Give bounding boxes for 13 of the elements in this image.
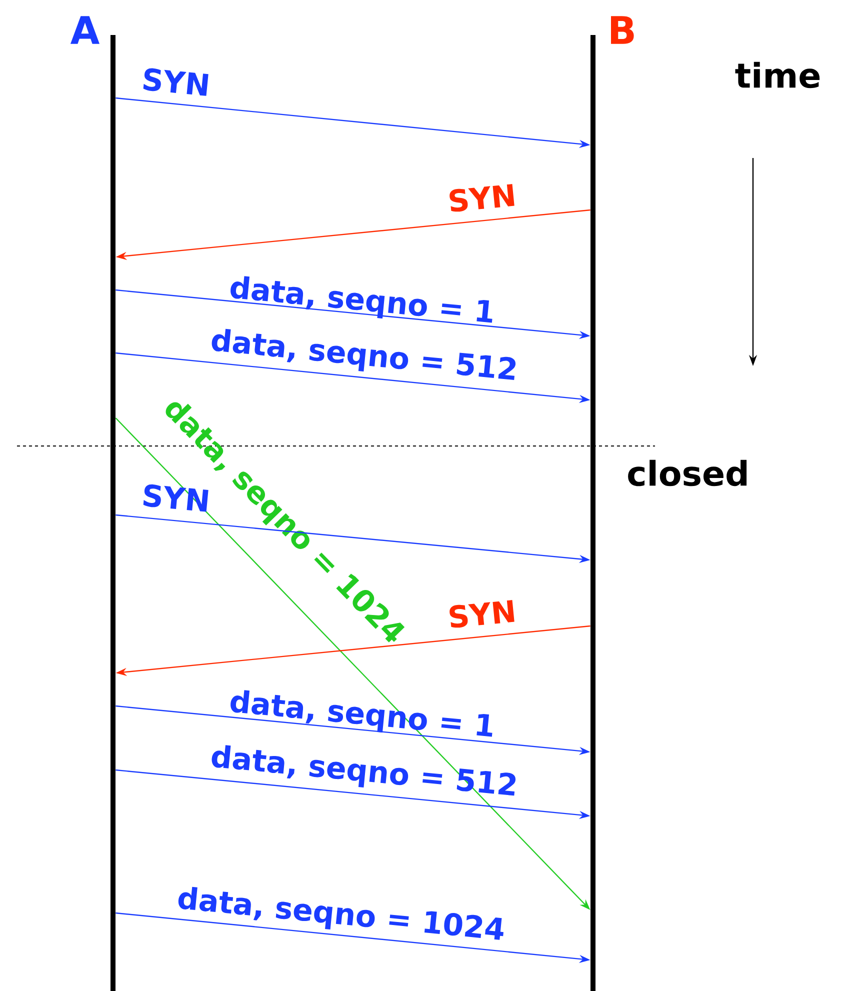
edge-label: SYN: [450, 600, 514, 628]
edge-label: data, seqno = 512: [212, 328, 516, 380]
edge-label: data, seqno = 512: [212, 745, 516, 796]
edge-label: data, seqno = 1: [230, 690, 492, 737]
edge-label: data, seqno = 1: [230, 276, 492, 323]
edge-label: SYN: [143, 68, 208, 96]
annotation: closed: [628, 460, 747, 486]
edge-label: SYN: [143, 484, 208, 512]
edge-label: data, seqno = 1024: [178, 886, 504, 940]
lifeline-label: A: [70, 16, 100, 44]
edge-label: SYN: [450, 184, 514, 212]
lifeline-label: B: [611, 16, 634, 44]
annotation: time: [735, 62, 820, 88]
